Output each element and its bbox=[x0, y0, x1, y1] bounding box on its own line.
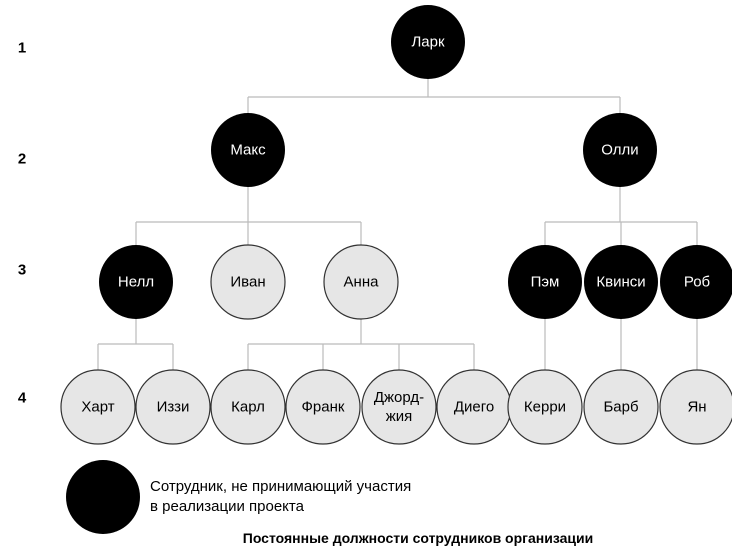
node-circle bbox=[99, 245, 173, 319]
node-label: Диего bbox=[454, 399, 494, 416]
node-anna: Анна bbox=[323, 244, 399, 320]
connector-lines bbox=[97, 79, 698, 370]
node-label: Ян bbox=[687, 399, 706, 416]
node-nell: Нелл bbox=[99, 245, 173, 319]
node-circle bbox=[211, 113, 285, 187]
level-number: 4 bbox=[18, 390, 27, 407]
legend-swatch-dark bbox=[66, 460, 140, 534]
node-circle bbox=[583, 369, 659, 445]
node-circle bbox=[285, 369, 361, 445]
node-olli: Олли bbox=[583, 113, 657, 187]
level-number: 2 bbox=[18, 151, 26, 168]
node-circle bbox=[508, 245, 582, 319]
node-circle bbox=[660, 245, 732, 319]
node-label: Роб bbox=[684, 274, 710, 291]
node-circle bbox=[584, 245, 658, 319]
node-hart: Харт bbox=[60, 369, 136, 445]
node-circle bbox=[659, 369, 732, 445]
node-barb: Барб bbox=[583, 369, 659, 445]
node-yan: Ян bbox=[659, 369, 732, 445]
node-label: Харт bbox=[81, 399, 114, 416]
node-label: Квинси bbox=[596, 274, 645, 291]
node-label: Иззи bbox=[157, 399, 190, 416]
node-label: Франк bbox=[302, 399, 345, 416]
node-label: Нелл bbox=[118, 274, 154, 291]
node-karl: Карл bbox=[210, 369, 286, 445]
node-circle bbox=[507, 369, 583, 445]
node-label: Пэм bbox=[531, 274, 560, 291]
node-label: Иван bbox=[230, 274, 265, 291]
node-rob: Роб bbox=[660, 245, 732, 319]
node-label: Керри bbox=[524, 399, 566, 416]
node-circle bbox=[210, 244, 286, 320]
node-izzi: Иззи bbox=[135, 369, 211, 445]
node-circle bbox=[60, 369, 136, 445]
node-label: Макс bbox=[230, 142, 266, 159]
node-frank: Франк bbox=[285, 369, 361, 445]
node-circle bbox=[135, 369, 211, 445]
legend: Сотрудник, не принимающий участия в реал… bbox=[66, 460, 411, 534]
node-label: жия bbox=[386, 408, 413, 425]
node-label: Ларк bbox=[411, 34, 445, 51]
node-circle bbox=[210, 369, 286, 445]
node-label: Барб bbox=[603, 399, 638, 416]
node-circle bbox=[361, 369, 437, 445]
legend-text-line2: в реализации проекта bbox=[150, 498, 305, 515]
node-circle bbox=[391, 5, 465, 79]
node-label: Джорд- bbox=[374, 389, 424, 406]
node-circle bbox=[583, 113, 657, 187]
node-kvinsi: Квинси bbox=[584, 245, 658, 319]
level-number: 3 bbox=[18, 262, 26, 279]
node-circle bbox=[323, 244, 399, 320]
node-pem: Пэм bbox=[508, 245, 582, 319]
node-kerri: Керри bbox=[507, 369, 583, 445]
level-number: 1 bbox=[18, 40, 26, 57]
node-dzhordzhiya: Джорд-жия bbox=[361, 369, 437, 445]
node-label: Анна bbox=[344, 274, 380, 291]
node-diego: Диего bbox=[436, 369, 512, 445]
node-lark: Ларк bbox=[391, 5, 465, 79]
node-maks: Макс bbox=[211, 113, 285, 187]
level-numbers: 1 2 3 4 bbox=[18, 40, 27, 407]
legend-text-line1: Сотрудник, не принимающий участия bbox=[150, 478, 411, 495]
node-label: Карл bbox=[231, 399, 265, 416]
node-ivan: Иван bbox=[210, 244, 286, 320]
chart-caption: Постоянные должности сотрудников организ… bbox=[243, 530, 593, 546]
node-label: Олли bbox=[601, 142, 638, 159]
